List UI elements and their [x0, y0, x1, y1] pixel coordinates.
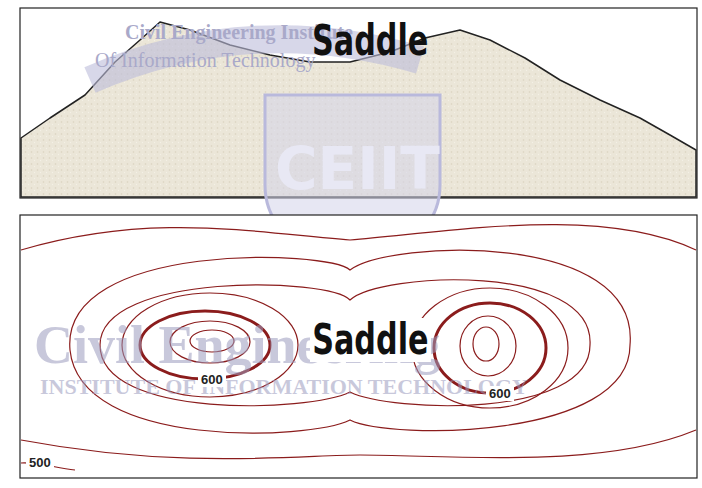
- contour-value: 600: [486, 386, 514, 401]
- map-panel: [20, 215, 697, 478]
- contour-value: 600: [198, 372, 226, 387]
- contour-value: 500: [26, 455, 54, 470]
- watermark-text: Of Information Technology: [95, 50, 315, 70]
- watermark-logo: CEIIT: [275, 140, 440, 198]
- watermark-text: INSTITUTE OF INFORMATION TECHNOLOGY: [40, 376, 528, 398]
- saddle-label: Saddle: [310, 318, 431, 362]
- saddle-label: Saddle: [312, 20, 428, 62]
- contour-lines: [21, 225, 696, 470]
